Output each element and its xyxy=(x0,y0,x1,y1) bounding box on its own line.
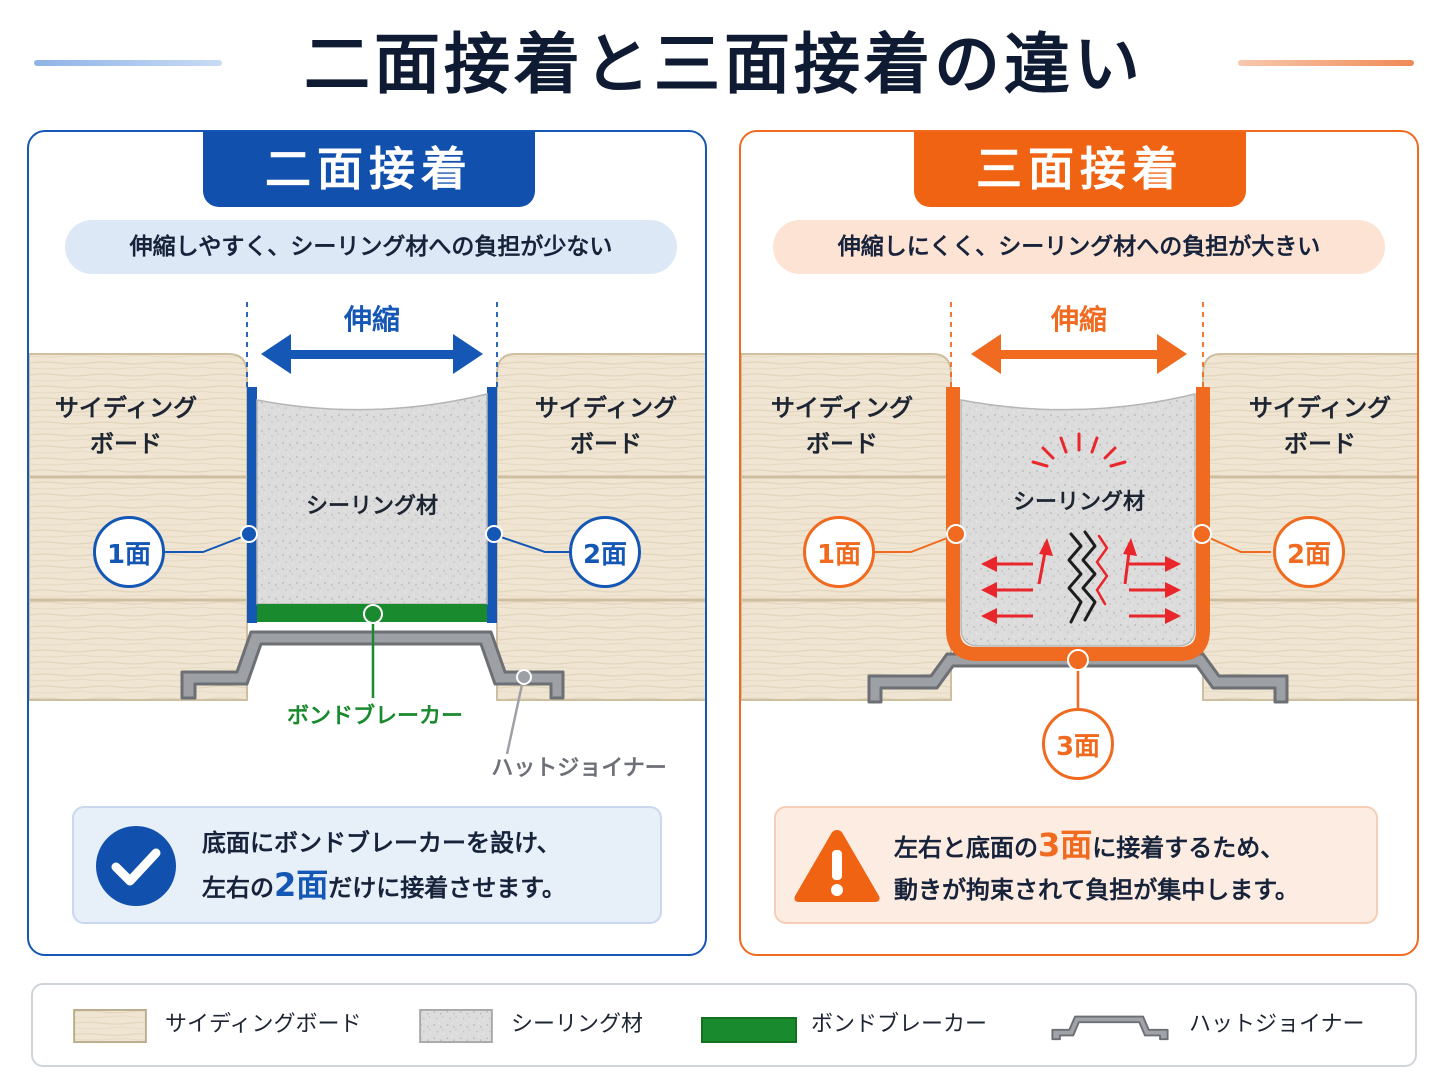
hat-joiner xyxy=(867,652,1289,704)
three-face-face2-badge: 2面 xyxy=(1273,516,1345,588)
check-icon xyxy=(96,826,176,906)
three-face-board-left-label: サイディング ボード xyxy=(770,394,914,458)
legend-item-siding: サイディングボード xyxy=(71,985,391,1065)
two-face-subtitle: 伸縮しやすく、シーリング材への負担が少ない xyxy=(65,220,677,274)
three-face-panel: 三面接着 伸縮しにくく、シーリング材への負担が大きい 伸縮 サイディング ボード… xyxy=(739,130,1419,956)
two-face-panel: 二面接着 伸縮しやすく、シーリング材への負担が少ない 伸縮 サイディング ボード… xyxy=(27,130,707,956)
three-face-face3-badge: 3面 xyxy=(1042,708,1114,780)
two-face-face2-badge: 2面 xyxy=(569,516,641,588)
three-face-note-line2: 動きが拘束されて負担が集中します。 xyxy=(894,876,1299,904)
three-face-tab: 三面接着 xyxy=(914,132,1246,207)
page-title: 二面接着と三面接着の違い xyxy=(304,26,1144,103)
three-face-note: 左右と底面の3面に接着するため、 動きが拘束されて負担が集中します。 xyxy=(774,806,1378,924)
two-face-note-highlight: 2面 xyxy=(274,866,329,904)
hat-joiner-label: ハットジョイナー xyxy=(491,756,667,781)
bond-breaker-swatch xyxy=(701,1017,797,1043)
legend-item-bond-breaker: ボンドブレーカー xyxy=(701,985,1021,1065)
three-face-note-line1: 左右と底面の3面に接着するため、 xyxy=(894,826,1285,864)
bond-breaker-label: ボンドブレーカー xyxy=(286,704,463,729)
title-area: 二面接着と三面接着の違い xyxy=(0,0,1448,118)
warning-icon xyxy=(794,830,880,902)
title-decoration-left xyxy=(34,60,222,66)
stress-arrows-icon xyxy=(981,538,1181,624)
two-face-board-left-label: サイディング ボード xyxy=(54,394,198,458)
two-face-sealant-label: シーリング材 xyxy=(305,494,438,519)
sealant-block xyxy=(960,393,1196,647)
sealant-swatch xyxy=(419,1009,493,1043)
legend-item-hat-joiner: ハットジョイナー xyxy=(1045,985,1405,1065)
sealant-block xyxy=(256,393,488,605)
three-face-board-right-label: サイディング ボード xyxy=(1248,394,1392,458)
adhesion-left xyxy=(247,387,257,623)
two-face-face1-badge: 1面 xyxy=(93,516,165,588)
hat-joiner xyxy=(180,630,565,700)
stretch-arrow xyxy=(261,334,483,374)
three-face-sealant-label: シーリング材 xyxy=(1012,490,1145,515)
three-face-face1-badge: 1面 xyxy=(803,516,875,588)
siding-swatch xyxy=(73,1009,147,1043)
two-face-tab: 二面接着 xyxy=(203,132,535,207)
stretch-arrow xyxy=(971,334,1187,374)
two-face-stretch-label: 伸縮 xyxy=(343,303,400,336)
two-face-note-line2: 左右の2面だけに接着させます。 xyxy=(202,866,566,904)
legend: サイディングボード シーリング材 ボンドブレーカー ハットジョイナー xyxy=(31,983,1417,1067)
adhesion-right xyxy=(487,387,497,623)
hat-joiner-icon xyxy=(1051,1015,1169,1041)
title-decoration-right xyxy=(1238,60,1414,66)
three-face-stretch-label: 伸縮 xyxy=(1050,303,1107,336)
crack-icon xyxy=(1067,530,1109,624)
two-face-board-right-label: サイディング ボード xyxy=(534,394,678,458)
three-face-note-highlight: 3面 xyxy=(1038,826,1093,864)
two-face-note-line1: 底面にボンドブレーカーを設け、 xyxy=(202,829,561,857)
two-face-note: 底面にボンドブレーカーを設け、 左右の2面だけに接着させます。 xyxy=(72,806,662,924)
three-face-subtitle: 伸縮しにくく、シーリング材への負担が大きい xyxy=(773,220,1385,274)
stress-burst-icon xyxy=(1031,432,1127,468)
legend-item-sealant: シーリング材 xyxy=(417,985,697,1065)
